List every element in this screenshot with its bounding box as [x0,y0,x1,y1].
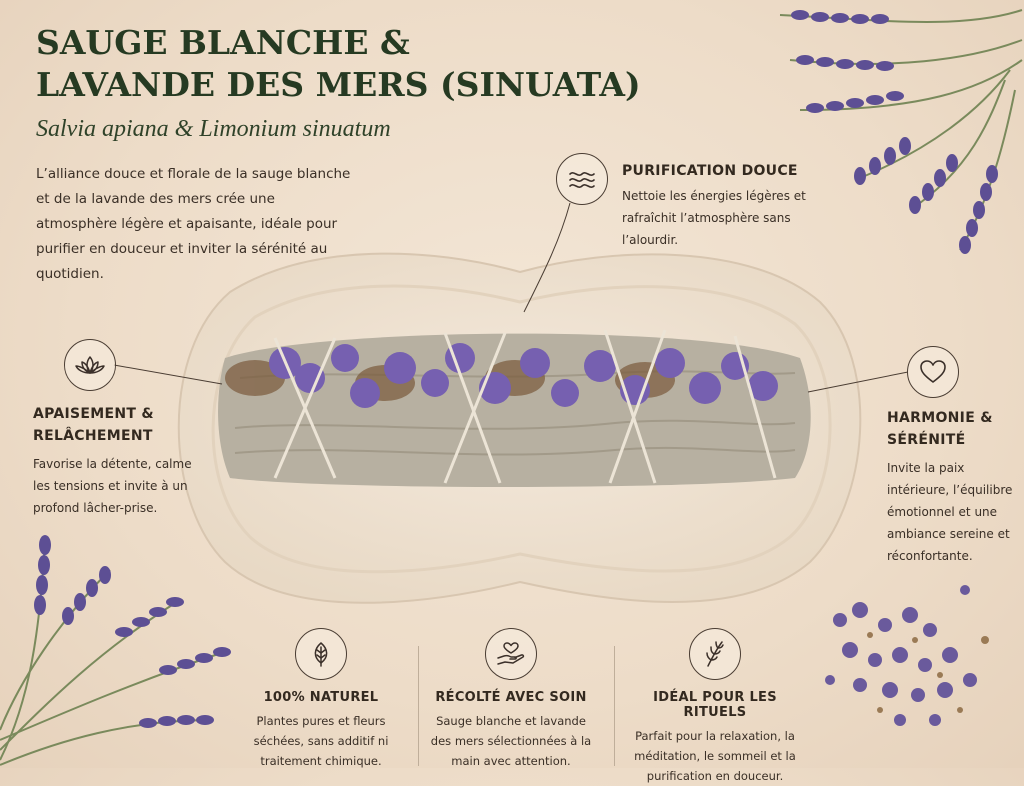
bottom-feature-harvest-text: Sauge blanche et lavande des mers sélect… [430,714,592,768]
bottom-feature-rituals: IDÉAL POUR LES RITUELS Parfait pour la r… [620,628,810,786]
feature-purification: PURIFICATION DOUCE Nettoie les énergies … [622,163,822,251]
feature-apaisement-title-line-1: APAISEMENT & [33,406,154,422]
heart-icon [920,360,946,383]
feature-harmonie-title-line-2: SÉRÉNITÉ [887,432,966,448]
dried-flowers-pile [825,585,989,726]
divider-2 [614,646,615,766]
bottom-feature-harvest: RÉCOLTÉ AVEC SOIN Sauge blanche et lavan… [416,628,606,771]
bottom-feature-rituals-text: Parfait pour la relaxation, la méditatio… [634,729,796,783]
feature-apaisement: APAISEMENT & RELÂCHEMENT Favorise la dét… [33,403,193,519]
feature-harmonie: HARMONIE & SÉRÉNITÉ Invite la paix intér… [887,407,1023,567]
feature-harmonie-title: HARMONIE & SÉRÉNITÉ [887,407,1023,451]
bottom-feature-natural: 100% NATUREL Plantes pures et fleurs séc… [226,628,416,771]
intro-text: L’alliance douce et florale de la sauge … [36,166,351,282]
page-title: SAUGE BLANCHE & LAVANDE DES MERS (SINUAT… [36,22,641,106]
bottom-feature-rituals-title: IDÉAL POUR LES RITUELS [653,690,777,720]
feature-harmonie-text: Invite la paix intérieure, l’équilibre é… [887,461,1013,563]
heart-hand-icon-badge [485,628,537,680]
heart-hand-icon [497,642,525,665]
connector-lines [113,202,909,393]
botanical-subtitle: Salvia apiana & Limonium sinuatum [36,116,391,142]
bottom-feature-natural-text: Plantes pures et fleurs séchées, sans ad… [253,714,389,768]
herb-sprig-icon [706,641,724,667]
connector-purification [523,202,571,313]
waves-icon [569,172,595,188]
title-line-1: SAUGE BLANCHE & [36,23,410,62]
lavender-sprigs-bottom-left [0,535,231,766]
leaf-icon-badge [295,628,347,680]
feature-apaisement-title: APAISEMENT & RELÂCHEMENT [33,403,193,447]
purification-icon-badge [556,153,608,205]
smudge-bundle [218,329,811,487]
feature-apaisement-title-line-2: RELÂCHEMENT [33,428,153,444]
apaisement-icon-badge [64,339,116,391]
lotus-icon [75,356,105,374]
harmonie-icon-badge [907,346,959,398]
divider-1 [418,646,419,766]
connector-apaisement [113,364,223,385]
title-line-2: LAVANDE DES MERS (SINUATA) [36,65,641,104]
feature-purification-title: PURIFICATION DOUCE [622,163,798,179]
bottom-feature-harvest-title: RÉCOLTÉ AVEC SOIN [435,690,587,705]
lavender-sprigs-top-right [779,9,1023,254]
feature-apaisement-text: Favorise la détente, calme les tensions … [33,457,192,515]
bottom-feature-natural-title: 100% NATUREL [263,690,379,705]
herb-sprig-icon-badge [689,628,741,680]
feature-purification-text: Nettoie les énergies légères et rafraîch… [622,189,806,247]
connector-harmonie [807,371,909,393]
feature-harmonie-title-line-1: HARMONIE & [887,410,993,426]
leaf-icon [314,642,328,667]
